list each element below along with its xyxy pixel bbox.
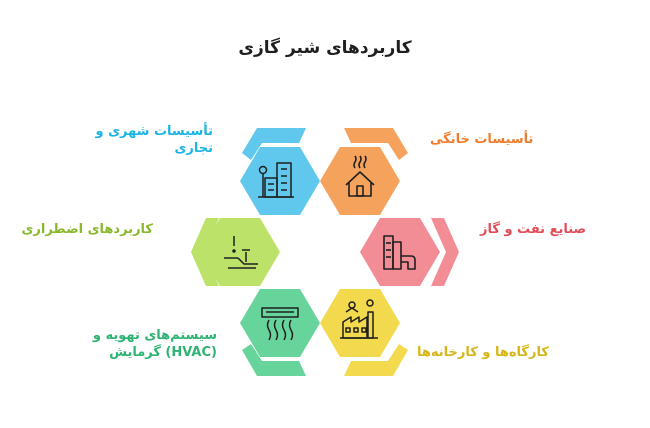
hexagon-hvac [240,289,320,357]
house-icon [345,155,375,197]
diagram-title: کاربردهای شیر گازی [238,38,412,58]
hexagon-urban [240,147,320,215]
arrow-emergency [191,218,219,286]
segment-household [320,128,408,215]
hexagon-emergency [200,218,280,286]
emergency-valve-icon [224,236,258,269]
refinery-icon [383,235,416,270]
hexagon-oil-gas [360,218,440,286]
arrow-household [344,128,408,160]
hexagon-workshops [320,289,400,357]
segment-urban [240,128,320,215]
arrow-hvac [242,344,306,376]
segment-emergency [191,218,280,286]
arrow-workshops [344,344,408,376]
label-oil-gas: صنایع نفت و گاز [480,222,587,237]
segment-oil-gas [360,218,459,286]
label-household: تأسیسات خانگی [430,132,534,147]
hvac-unit-icon [261,307,299,341]
arrow-urban [242,128,306,160]
segment-workshops [320,289,408,376]
label-urban: تأسیسات شهری و تجاری [95,124,213,156]
label-workshops: کارگاه‌ها و کارخانه‌ها [417,345,549,360]
arrow-oil-gas [431,218,459,286]
label-emergency: کاربردهای اضطراری [21,222,153,237]
label-hvac: سیستم‌های تهویه و (HVAC) گرمایش [92,328,217,360]
factory-icon [340,299,378,339]
hexagon-household [320,147,400,215]
segment-hvac [240,289,320,376]
city-buildings-icon [258,162,294,198]
